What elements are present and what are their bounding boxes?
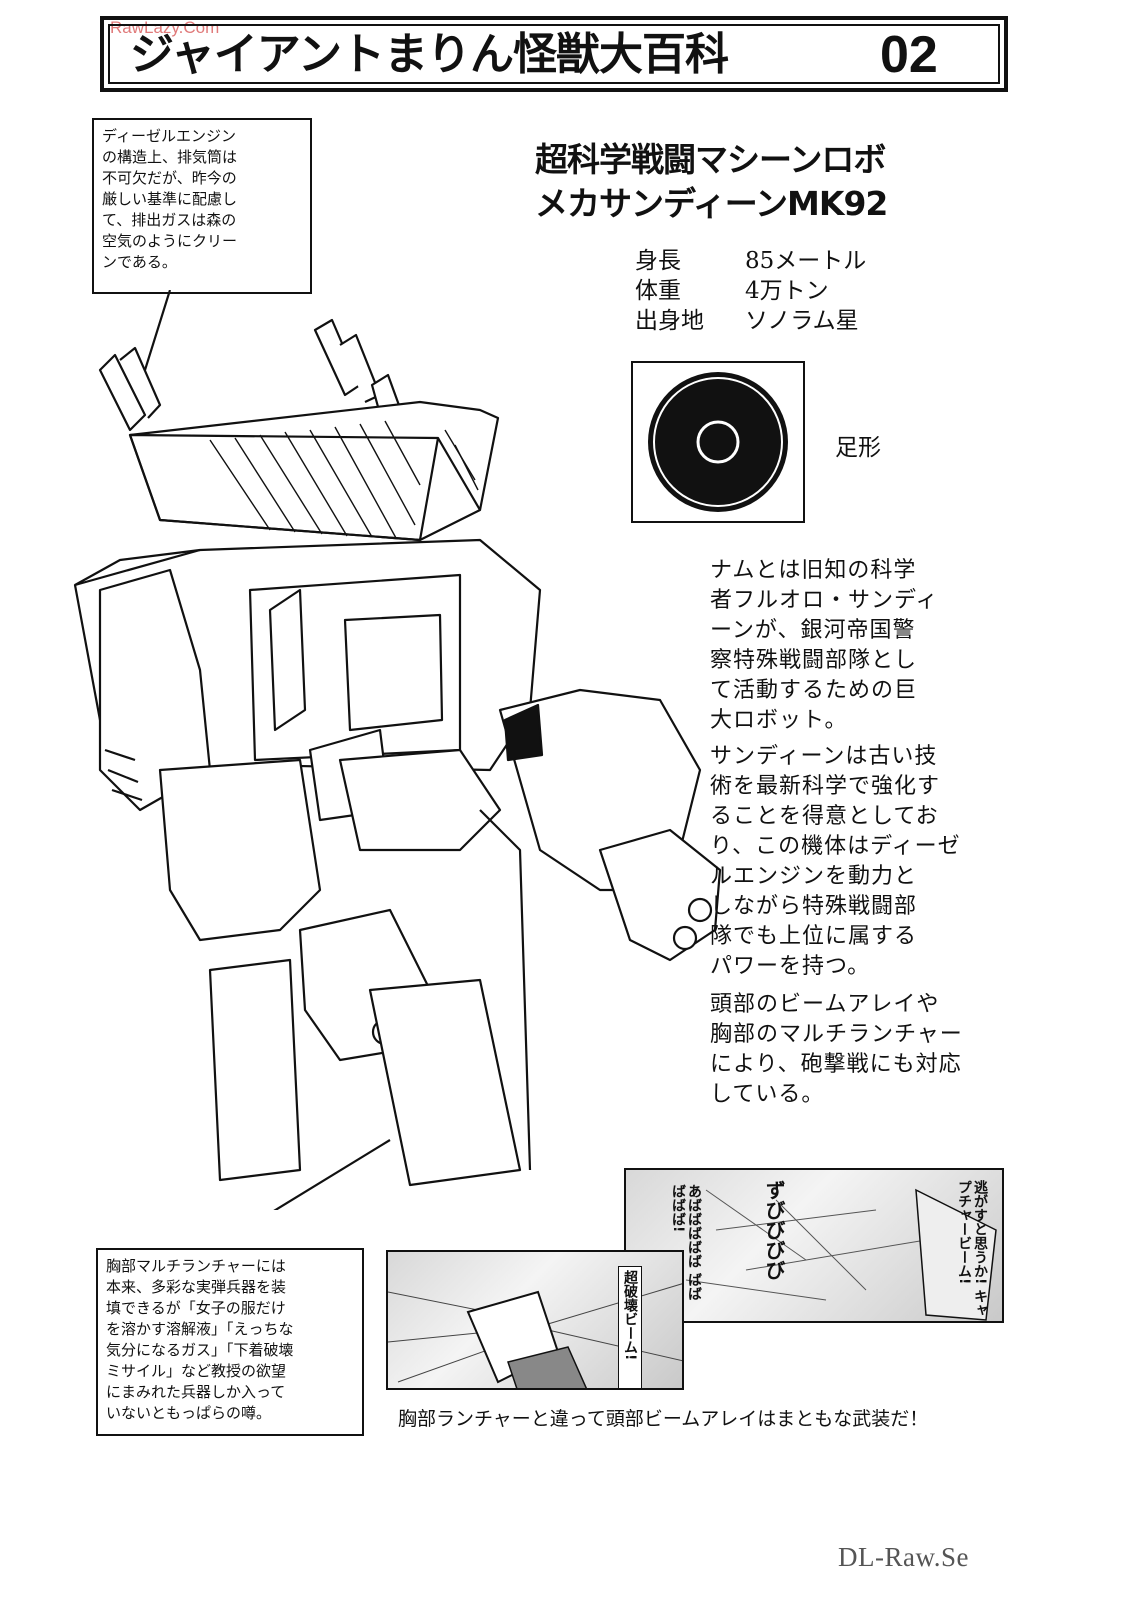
speech-capture-beam: 逃がすと思うか! キャプチャービーム!: [956, 1180, 988, 1318]
spec-row-origin: 出身地 ソノラム星: [635, 306, 866, 336]
footprint-icon: [648, 372, 788, 512]
footprint-label: 足形: [835, 435, 881, 461]
watermark-top: RawLazy.Com: [110, 18, 220, 37]
description-1: ナムとは旧知の科学 者フルオロ・サンディ ーンが、銀河帝国警 察特殊戦闘部隊とし…: [710, 558, 939, 733]
spec-table: 身長 85メートル 体重 4万トン 出身地 ソノラム星: [635, 246, 866, 336]
description-2: サンディーンは古い技 術を最新科学で強化す ることを得意としてお り、この機体は…: [710, 744, 961, 979]
beam-burst-art: [685, 1188, 997, 1321]
spec-row-weight: 体重 4万トン: [635, 276, 866, 306]
spec-value: ソノラム星: [745, 308, 859, 334]
page-title: ジャイアントまりん怪獣大百科: [130, 29, 729, 80]
title-banner: [100, 16, 1008, 92]
spec-label: 出身地: [635, 308, 704, 334]
beam-fire-art: [388, 1283, 682, 1388]
manga-panel-left: 超破壊ビーム!: [386, 1250, 684, 1390]
description-3: 頭部のビームアレイや 胸部のマルチランチャー により、砲撃戦にも対応 している。: [710, 992, 963, 1107]
spec-label: 身長: [635, 248, 681, 274]
launcher-note: 胸部マルチランチャーには 本来、多彩な実弾兵器を装 填できるが「女子の服だけ を…: [96, 1248, 364, 1436]
manga-panel-right: 逃がすと思うか! キャプチャービーム! あばばばばば ばばばばば! ずびびびび: [624, 1168, 1004, 1323]
watermark-bottom: DL-Raw.Se: [838, 1542, 969, 1572]
speech-destruction-beam: 超破壊ビーム!: [618, 1266, 642, 1388]
spec-row-height: 身長 85メートル: [635, 246, 866, 276]
spec-value: 85メートル: [745, 248, 867, 274]
sfx-zubibi: ずびびびび: [762, 1180, 786, 1280]
spec-value: 4万トン: [745, 278, 829, 304]
robot-illustration: [73, 290, 722, 1210]
panel-caption: 胸部ランチャーと違って頭部ビームアレイはまともな武装だ！: [398, 1408, 929, 1430]
sfx-ababa: あばばばばば ばばばばば!: [670, 1184, 702, 1301]
chapter-number: 02: [880, 26, 938, 84]
footprint-box: [631, 361, 805, 523]
exhaust-note: ディーゼルエンジン の構造上、排気筒は 不可欠だが、昨今の 厳しい基準に配慮し …: [92, 118, 312, 294]
spec-label: 体重: [635, 278, 681, 304]
robot-name-heading: 超科学戦闘マシーンロボ メカサンディーンMK92: [535, 140, 888, 223]
